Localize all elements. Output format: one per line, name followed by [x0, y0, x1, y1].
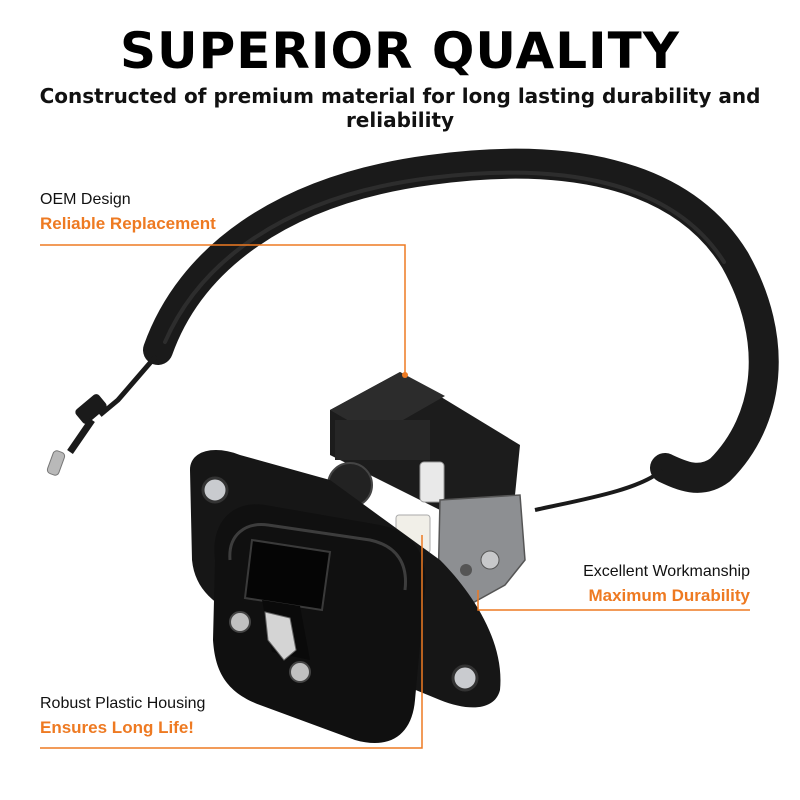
mounting-bolt-bottom — [451, 664, 479, 692]
callout-plastic-housing: Robust Plastic Housing Ensures Long Life… — [40, 692, 205, 740]
callout-housing-label: Robust Plastic Housing — [40, 695, 206, 712]
mounting-bolt-top — [201, 476, 229, 504]
callout-oem-highlight: Reliable Replacement — [40, 214, 216, 233]
callout-oem-label: OEM Design — [40, 191, 131, 208]
latch-claw — [264, 611, 297, 661]
callout-workmanship-highlight: Maximum Durability — [588, 586, 750, 605]
white-cog — [419, 461, 445, 503]
latch-opening — [243, 538, 332, 612]
cable-end-connector — [75, 394, 107, 424]
callout-line-oem — [40, 244, 406, 375]
callout-line-housing — [40, 535, 423, 749]
thin-cable-right — [534, 468, 664, 512]
callout-housing-highlight: Ensures Long Life! — [40, 718, 194, 737]
page-subtitle: Constructed of premium material for long… — [39, 84, 761, 132]
callout-workmanship-label: Excellent Workmanship — [583, 563, 750, 580]
page-title: SUPERIOR QUALITY — [120, 22, 680, 80]
callout-line-workmanship — [477, 590, 750, 611]
callout-workmanship: Excellent Workmanship Maximum Durability — [583, 560, 750, 608]
cable-end-pin — [46, 450, 66, 476]
callout-oem-design: OEM Design Reliable Replacement — [40, 188, 216, 236]
thin-cable-left — [98, 354, 158, 417]
foam-cable — [143, 148, 779, 493]
